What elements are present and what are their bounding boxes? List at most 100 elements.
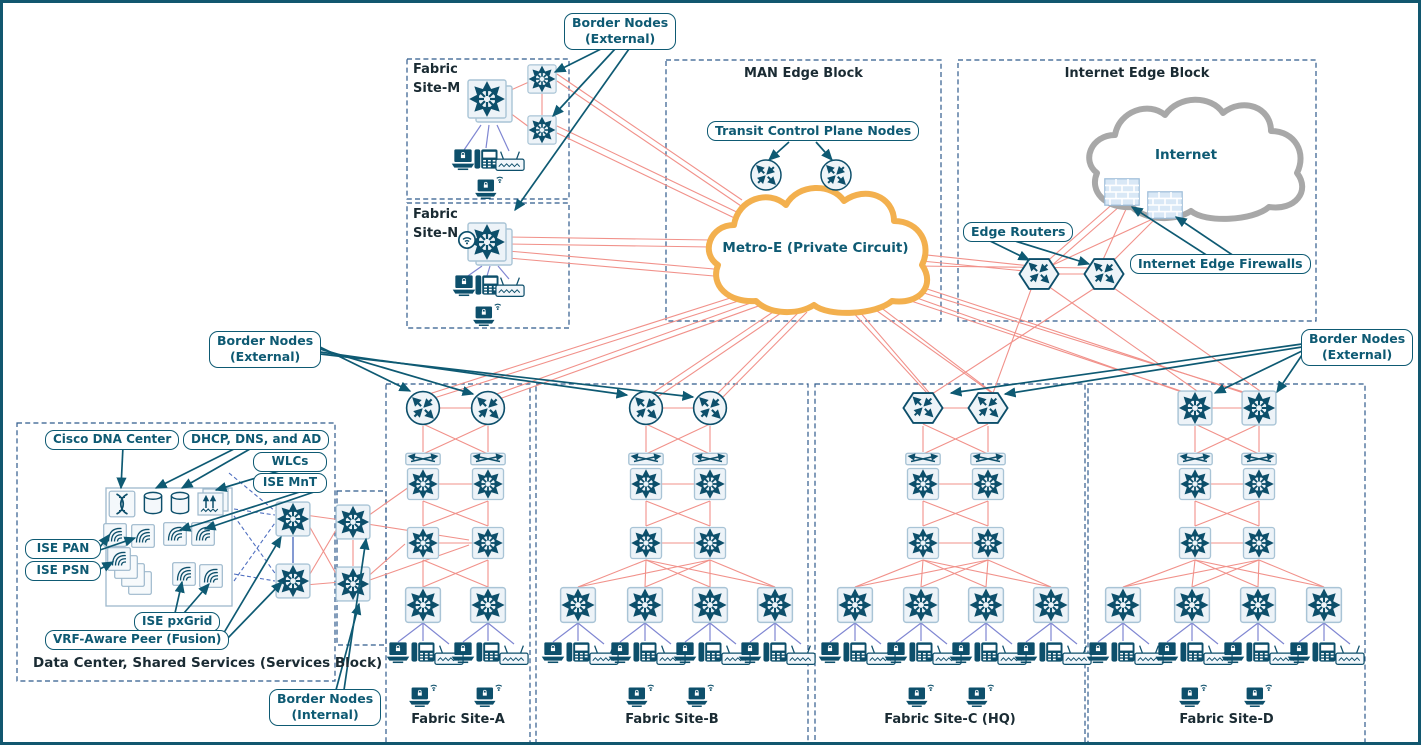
ip-phone-icon [974, 642, 998, 662]
ip-phone-icon [475, 275, 499, 295]
distribution-switch-icon [630, 468, 661, 499]
edge-switch-icon [1307, 588, 1342, 623]
red-link [920, 559, 924, 588]
edge-switch-icon [1106, 588, 1141, 623]
services-dashed-link [233, 515, 278, 577]
pointer-arrow [343, 537, 370, 691]
red-link [1049, 205, 1121, 268]
pointer-arrow [203, 491, 315, 531]
red-link [577, 559, 647, 588]
pointer-arrow [514, 48, 630, 212]
red-link [644, 559, 647, 588]
l2-switch-icon [628, 452, 664, 466]
callout-dhcp-dns-ad: DHCP, DNS, and AD [183, 430, 330, 450]
pointer-arrow [1174, 216, 1235, 257]
border-node-icon [694, 392, 727, 425]
callout-border-nodes-external-right: Border Nodes (External) [1301, 329, 1414, 366]
endpoint-link [487, 622, 515, 645]
l2-switch-icon [1241, 452, 1277, 466]
red-link [987, 559, 1052, 588]
border-node-icon [1178, 391, 1212, 425]
callout-text-line2: (Internal) [291, 707, 359, 723]
edge-switch-icon [758, 588, 793, 623]
red-link [720, 311, 808, 400]
pointer-arrow [99, 536, 137, 551]
edge-switch-icon [471, 588, 506, 623]
edge-switch-icon [561, 588, 596, 623]
endpoint-link [1257, 622, 1285, 645]
red-link [1194, 559, 1325, 588]
fabric-site-m-title: Fabric Site-M [413, 61, 460, 99]
callout-text-line1: Border Nodes [1309, 331, 1406, 346]
services-dashed-link [228, 472, 276, 512]
pointer-arrow [214, 467, 290, 492]
man-edge-block-title: MAN Edge Block [744, 66, 863, 81]
endpoint-link [644, 622, 672, 645]
red-link [1194, 559, 1259, 588]
edge-switch-icon [693, 588, 728, 623]
red-link [422, 423, 489, 455]
endpoint-link [960, 622, 987, 643]
laptop-icon [608, 641, 632, 664]
red-link [914, 265, 1094, 269]
pointer-arrow [221, 535, 282, 637]
edge-switch-icon [969, 588, 1004, 623]
link-lines [228, 73, 1351, 645]
red-link [433, 296, 752, 399]
ip-phone-icon [1180, 642, 1204, 662]
red-link [422, 500, 489, 527]
ip-phone-icon [909, 642, 933, 662]
ip-phone-icon [1246, 642, 1270, 662]
red-link [870, 299, 998, 397]
callout-text-line2: (External) [229, 349, 301, 365]
endpoint-link [895, 622, 922, 643]
border-node-icon [903, 393, 942, 423]
endpoint-link [1097, 622, 1124, 643]
laptop-icon [1155, 641, 1179, 664]
endpoint-link [552, 622, 579, 643]
intermediate-switch-icon [472, 527, 503, 558]
pointer-arrow [183, 582, 210, 614]
distribution-switch-icon [472, 468, 503, 499]
wireless-laptop-icon [686, 685, 714, 707]
red-link [1194, 423, 1260, 455]
callout-vrf-aware-peer-fusion: VRF-Aware Peer (Fusion) [45, 630, 230, 650]
endpoint-link [749, 622, 776, 643]
endpoint-link [397, 622, 424, 643]
ip-phone-icon [1111, 642, 1135, 662]
laptop-icon [451, 641, 475, 664]
ip-phone-icon [1039, 642, 1063, 662]
callout-text-line2: (External) [1321, 347, 1393, 363]
endpoint-link [497, 265, 510, 280]
pointer-arrow [98, 533, 110, 548]
stacked-switch-icon [468, 80, 512, 122]
fabric-site-a-box [385, 383, 531, 742]
red-link [556, 132, 748, 225]
pointer-arrow [225, 581, 283, 641]
red-link [645, 423, 711, 455]
callout-border-nodes-external-left: Border Nodes (External) [209, 331, 322, 368]
wireless-laptop-icon [475, 177, 503, 199]
red-link [304, 514, 342, 521]
shared-services-inner-box [105, 487, 233, 607]
internet-cloud-label: Internet [1154, 147, 1218, 163]
red-link [306, 521, 340, 580]
wireless-laptop-icon [474, 685, 502, 707]
endpoint-link [1232, 622, 1259, 643]
red-link [645, 559, 711, 588]
access-point-icon [495, 277, 525, 297]
wireless-laptop-icon [1244, 685, 1272, 707]
pointer-arrow [1014, 240, 1091, 266]
red-link [507, 243, 712, 248]
access-point-icon [495, 151, 525, 171]
l2-switch-icon [692, 452, 728, 466]
wlc-badge-icon [457, 230, 477, 250]
callout-text-line1: Border Nodes [572, 15, 669, 30]
edge-switch-icon [1034, 588, 1069, 623]
red-link [364, 543, 406, 580]
red-link [1107, 214, 1160, 267]
data-center-title: Data Center, Shared Services (Services B… [33, 655, 383, 671]
ip-phone-icon [698, 642, 722, 662]
wireless-laptop-icon [906, 685, 934, 707]
access-point-icon [499, 645, 529, 665]
